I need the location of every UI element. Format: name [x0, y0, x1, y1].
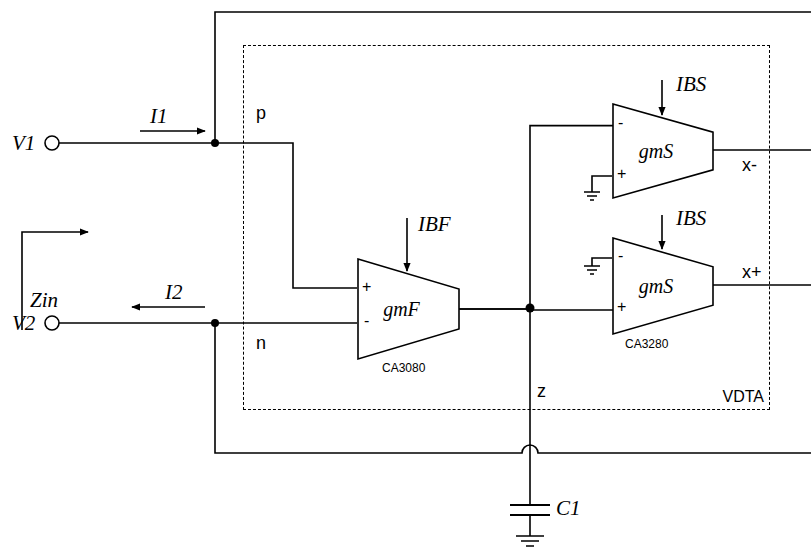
block-name: VDTA [723, 388, 764, 406]
pin-label: z [537, 382, 546, 400]
wire-x-plus [712, 284, 811, 286]
bias-arrow [661, 215, 663, 249]
input-sign: - [618, 115, 623, 131]
input-sign: - [364, 313, 369, 329]
wire-feedback-top [215, 12, 811, 143]
pin-label: x- [742, 156, 757, 174]
capacitor-symbol [510, 505, 550, 515]
transconductance-label: gmF [358, 259, 459, 359]
terminal-label: V1 [12, 133, 35, 154]
ota-amplifier: gmF [358, 259, 459, 359]
terminal-v1 [45, 136, 59, 150]
wire-p [59, 143, 357, 288]
current-arrow-i1 [140, 130, 205, 132]
pin-label: x+ [742, 263, 762, 281]
input-sign: + [617, 299, 626, 315]
signal-wire [459, 126, 613, 309]
current-label: I1 [150, 106, 168, 127]
current-label: I2 [165, 282, 183, 303]
wire-feedback-bottom [215, 323, 811, 453]
bias-label: IBF [418, 214, 451, 235]
bias-arrow [661, 80, 663, 115]
bias-arrow [406, 218, 408, 271]
input-sign: + [362, 279, 371, 295]
wire-x-minus [712, 149, 811, 151]
pin-label: n [256, 334, 266, 352]
pin-label: p [256, 104, 266, 122]
ota-amplifier: gmS [613, 238, 713, 334]
impedance-label: Zin [30, 290, 58, 311]
wire-n [59, 322, 357, 324]
ground-symbol [584, 176, 612, 200]
input-sign: + [617, 166, 626, 182]
terminal-v2 [45, 316, 59, 330]
signal-wire [459, 309, 613, 310]
current-arrow-i2 [132, 306, 205, 308]
ground-symbol [516, 515, 544, 546]
junction-dot [211, 319, 219, 327]
transconductance-label: gmS [613, 104, 713, 198]
part-number: CA3280 [625, 338, 668, 350]
terminal-label: V2 [12, 313, 35, 334]
ota-amplifier: gmS [613, 104, 713, 198]
part-number: CA3080 [382, 362, 425, 374]
bias-label: IBS [676, 74, 706, 95]
transconductance-label: gmS [613, 238, 713, 334]
ground-symbol [584, 258, 612, 274]
capacitor-label: C1 [556, 498, 581, 519]
junction-dot [211, 139, 219, 147]
bias-label: IBS [676, 208, 706, 229]
wire-z [529, 308, 531, 505]
input-sign: - [618, 248, 623, 264]
